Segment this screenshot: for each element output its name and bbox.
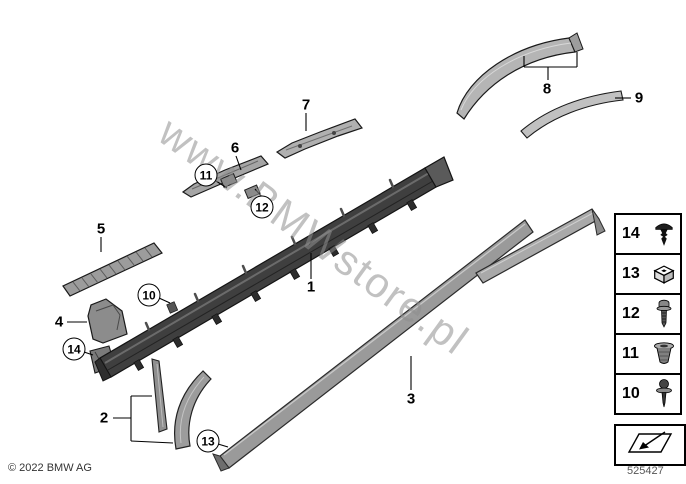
callout-11[interactable]: 11	[194, 163, 218, 187]
callout-1[interactable]: 1	[306, 278, 316, 296]
clip-parts-drawing	[166, 173, 261, 314]
callout-10[interactable]: 10	[137, 283, 161, 307]
part-5-strip-drawing	[62, 242, 163, 297]
legend-item-label: 10	[622, 385, 640, 402]
callout-2[interactable]: 2	[99, 409, 109, 427]
callout-3[interactable]: 3	[406, 390, 416, 408]
callout-14[interactable]: 14	[62, 337, 86, 361]
legend-item-label: 12	[622, 305, 640, 322]
diagram-number: 525427	[627, 465, 664, 477]
legend-item-label: 13	[622, 265, 640, 282]
callout-7[interactable]: 7	[301, 96, 311, 114]
callout-12[interactable]: 12	[250, 195, 274, 219]
legend-item-10[interactable]: 10	[614, 373, 682, 415]
screw-icon	[648, 299, 680, 329]
callout-6[interactable]: 6	[230, 139, 240, 157]
clip-pin-icon	[648, 379, 680, 409]
diagram-reference-arrow-icon	[627, 429, 673, 462]
callout-9[interactable]: 9	[634, 89, 644, 107]
part-3-sill-strip-drawing	[212, 208, 606, 472]
expanding-rivet-icon	[648, 219, 680, 249]
part-8-wheel-arch-trim-drawing	[456, 32, 584, 120]
part-1-sill-cover-drawing	[94, 156, 454, 382]
callout-8[interactable]: 8	[542, 80, 552, 98]
part-9-wheel-arch-trim-drawing	[520, 90, 624, 139]
legend-item-11[interactable]: 11	[614, 333, 682, 375]
legend-item-13[interactable]: 13	[614, 253, 682, 295]
part-4-bracket-drawing	[87, 298, 128, 344]
cross-reference-box[interactable]	[614, 424, 686, 466]
callout-5[interactable]: 5	[96, 220, 106, 238]
blind-rivet-nut-icon	[648, 341, 680, 367]
part-2-trim-drawing	[151, 358, 212, 450]
callout-13[interactable]: 13	[196, 429, 220, 453]
copyright-notice: © 2022 BMW AG	[8, 462, 92, 474]
callout-4[interactable]: 4	[54, 313, 64, 331]
legend-item-label: 11	[622, 345, 639, 362]
fastener-legend: 14 13 12	[614, 213, 682, 415]
legend-item-label: 14	[622, 225, 640, 242]
legend-item-14[interactable]: 14	[614, 213, 682, 255]
cage-nut-icon	[648, 262, 680, 287]
leader-lines	[67, 52, 631, 448]
part-7-bracket-drawing	[275, 118, 363, 159]
legend-item-12[interactable]: 12	[614, 293, 682, 335]
